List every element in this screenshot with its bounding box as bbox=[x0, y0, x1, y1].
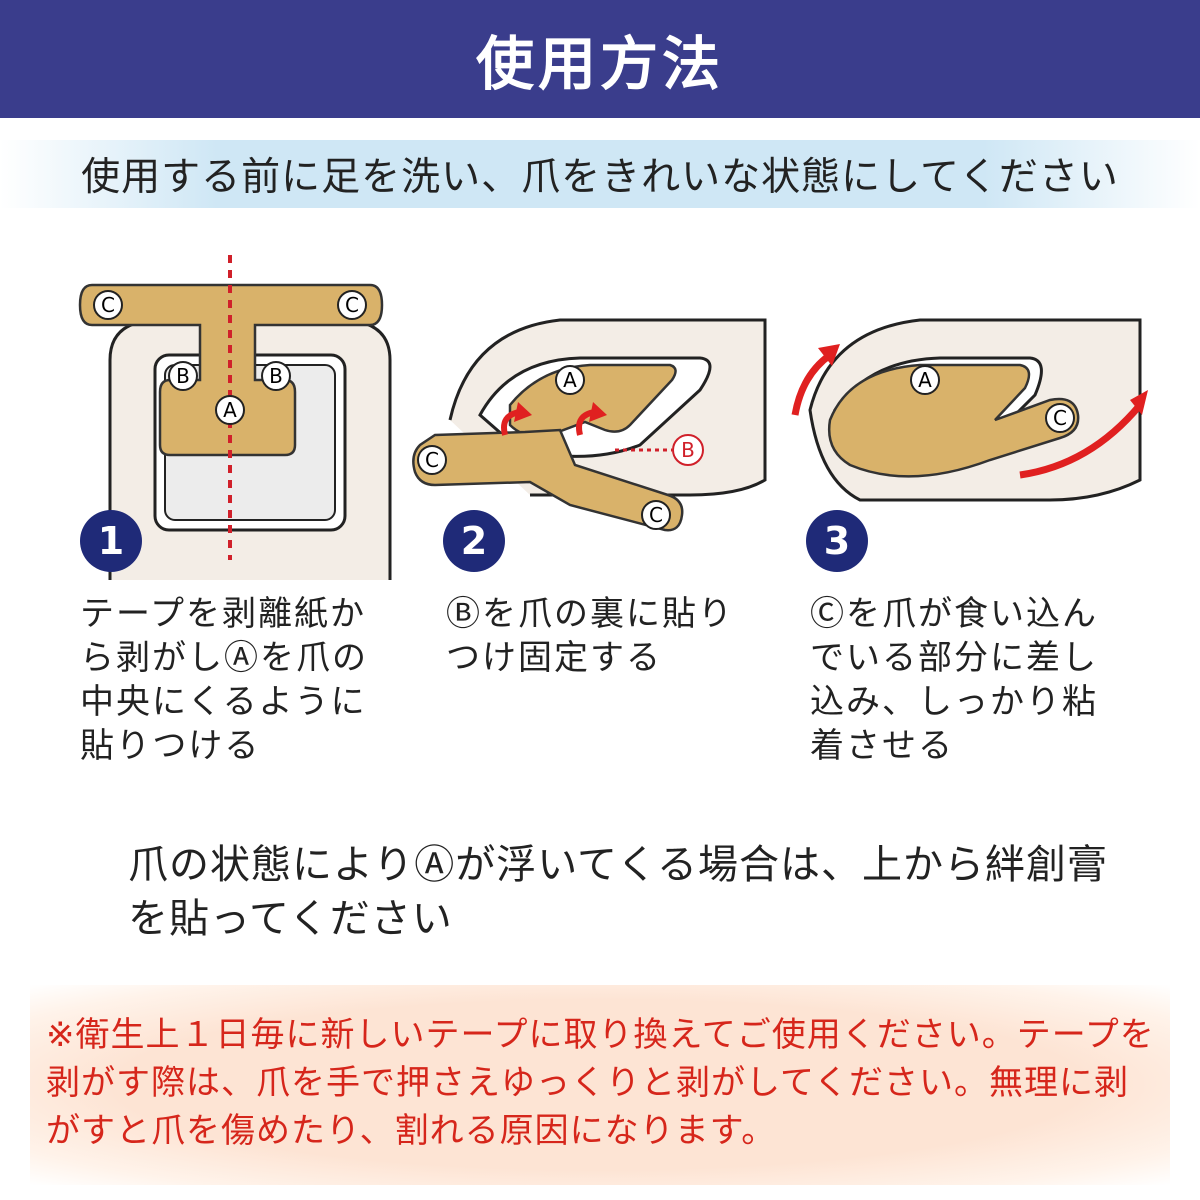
svg-text:C: C bbox=[345, 293, 359, 317]
step-2-badge: 2 bbox=[443, 510, 505, 572]
step-3-text: Ⓒを爪が食い込んでいる部分に差し込み、しっかり粘着させる bbox=[810, 594, 1098, 766]
svg-text:A: A bbox=[563, 368, 577, 392]
label-c-left: C bbox=[417, 445, 447, 475]
label-b: B bbox=[672, 434, 704, 466]
step-1-badge: 1 bbox=[80, 510, 142, 572]
svg-text:A: A bbox=[918, 368, 932, 392]
step-1-illustration: C C B B A bbox=[70, 250, 430, 580]
svg-text:B: B bbox=[681, 438, 695, 462]
page-title: 使用方法 bbox=[475, 30, 724, 98]
label-c-left: C bbox=[93, 290, 123, 320]
svg-text:B: B bbox=[176, 364, 190, 388]
svg-text:B: B bbox=[269, 364, 283, 388]
svg-text:C: C bbox=[1053, 406, 1067, 430]
label-a: A bbox=[910, 365, 940, 395]
subtitle-band: 使用する前に足を洗い、爪をきれいな状態にしてください bbox=[0, 140, 1200, 208]
label-b-left: B bbox=[168, 361, 198, 391]
header-bar: 使用方法 bbox=[0, 0, 1200, 118]
svg-text:A: A bbox=[223, 398, 237, 422]
step-2-text: Ⓑを爪の裏に貼りつけ固定する bbox=[446, 594, 734, 678]
step-2-illustration: B A C C bbox=[410, 250, 770, 580]
subtitle-text: 使用する前に足を洗い、爪をきれいな状態にしてください bbox=[81, 155, 1119, 200]
warning-box: ※衛生上１日毎に新しいテープに取り換えてご使用ください。テープを剥がす際は、爪を… bbox=[30, 985, 1170, 1185]
label-c: C bbox=[1045, 403, 1075, 433]
step-1-text: テープを剥離紙から剥がしⒶを爪の中央にくるように貼りつける bbox=[80, 594, 368, 766]
note-text: 爪の状態によりⒶが浮いてくる場合は、上から絆創膏を貼ってください bbox=[128, 842, 1108, 942]
label-a: A bbox=[215, 395, 245, 425]
label-c-right: C bbox=[337, 290, 367, 320]
svg-text:C: C bbox=[649, 503, 663, 527]
label-b-right: B bbox=[261, 361, 291, 391]
svg-text:C: C bbox=[425, 448, 439, 472]
svg-text:C: C bbox=[101, 293, 115, 317]
step-3-badge: 3 bbox=[806, 510, 868, 572]
step-3-illustration: A C bbox=[790, 250, 1150, 580]
warning-text: ※衛生上１日毎に新しいテープに取り換えてご使用ください。テープを剥がす際は、爪を… bbox=[46, 1015, 1155, 1151]
label-c-right: C bbox=[641, 500, 671, 530]
label-a: A bbox=[555, 365, 585, 395]
